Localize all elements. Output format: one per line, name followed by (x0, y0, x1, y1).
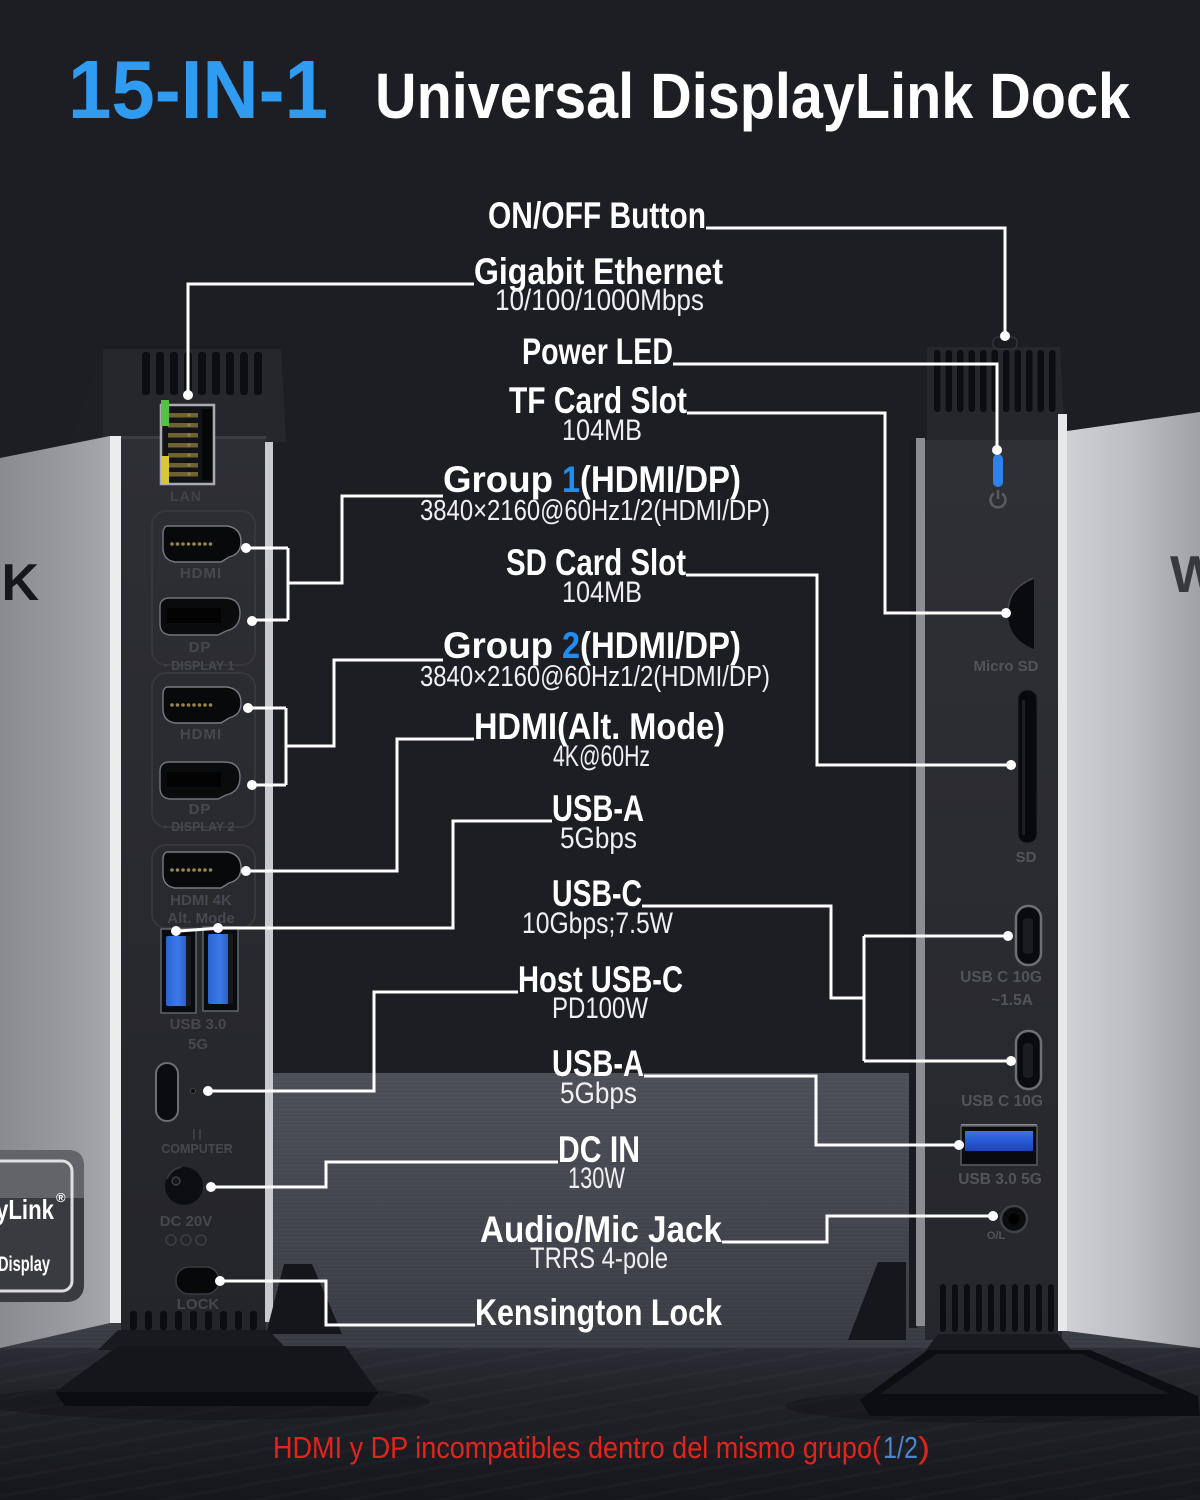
svg-text:O/L: O/L (987, 1230, 1006, 1242)
svg-text:4K@60Hz: 4K@60Hz (553, 740, 650, 773)
svg-text:HDMI: HDMI (180, 565, 222, 582)
svg-text:Group: Group (443, 459, 553, 500)
svg-text:5G: 5G (188, 1036, 208, 1053)
svg-text:HDMI(Alt. Mode): HDMI(Alt. Mode) (474, 706, 725, 747)
svg-text:PD100W: PD100W (552, 992, 649, 1025)
svg-text:104MB: 104MB (562, 414, 642, 447)
svg-text:· DISPLAY 2: · DISPLAY 2 (164, 820, 235, 834)
svg-text:· DISPLAY 1: · DISPLAY 1 (164, 659, 235, 673)
svg-text:HDMI: HDMI (180, 726, 222, 743)
svg-text:5Gbps: 5Gbps (560, 1077, 637, 1110)
svg-text:~1.5A: ~1.5A (991, 992, 1033, 1009)
svg-text:ON/OFF Button: ON/OFF Button (488, 195, 706, 236)
svg-text:Power LED: Power LED (522, 331, 673, 372)
svg-text:104MB: 104MB (562, 576, 642, 609)
svg-text:TRRS 4-pole: TRRS 4-pole (530, 1242, 668, 1275)
svg-text:W: W (1170, 546, 1200, 604)
svg-text:Gigabit Ethernet: Gigabit Ethernet (474, 251, 723, 292)
svg-text:Kensington Lock: Kensington Lock (475, 1292, 722, 1333)
svg-text:3840×2160@60Hz1/2(HDMI/DP): 3840×2160@60Hz1/2(HDMI/DP) (420, 495, 770, 527)
svg-text:| |: | | (192, 1128, 201, 1140)
svg-text:SD: SD (1016, 849, 1037, 866)
svg-text:Group: Group (443, 625, 553, 666)
svg-text:Alt. Mode: Alt. Mode (167, 910, 235, 927)
svg-text:USB-A: USB-A (552, 1043, 644, 1084)
svg-text:HDMI y DP incompatibles dentro: HDMI y DP incompatibles dentro del mismo… (273, 1430, 882, 1465)
svg-text:LOCK: LOCK (177, 1296, 220, 1313)
svg-text:1: 1 (562, 459, 580, 500)
svg-text:USB C 10G: USB C 10G (960, 969, 1042, 986)
svg-text:5Gbps: 5Gbps (560, 822, 637, 855)
svg-text:DP: DP (189, 801, 212, 818)
svg-text:Audio/Mic Jack: Audio/Mic Jack (480, 1209, 722, 1250)
svg-text:2: 2 (562, 625, 580, 666)
svg-text:HDMI 4K: HDMI 4K (170, 892, 232, 909)
svg-text:Host USB-C: Host USB-C (518, 959, 683, 1000)
svg-text:Universal DisplayLink Dock: Universal DisplayLink Dock (375, 60, 1130, 132)
svg-text:DC IN: DC IN (558, 1129, 640, 1170)
svg-text:®: ® (56, 1190, 66, 1205)
svg-text:10/100/1000Mbps: 10/100/1000Mbps (495, 284, 704, 317)
svg-text:USB 3.0 5G: USB 3.0 5G (958, 1171, 1042, 1188)
svg-text:USB 3.0: USB 3.0 (170, 1016, 227, 1033)
svg-text:DC 20V: DC 20V (160, 1213, 213, 1230)
svg-text:10Gbps;7.5W: 10Gbps;7.5W (522, 907, 674, 940)
svg-text:LAN: LAN (170, 488, 202, 504)
svg-text:yLink: yLink (0, 1194, 54, 1225)
svg-text:(HDMI/DP): (HDMI/DP) (580, 459, 741, 500)
svg-text:Display: Display (0, 1253, 50, 1276)
svg-text:USB-C: USB-C (552, 873, 642, 914)
svg-text:COMPUTER: COMPUTER (161, 1142, 233, 1156)
svg-text:NK: NK (0, 554, 40, 612)
svg-text:130W: 130W (568, 1162, 625, 1195)
svg-text:TF Card Slot: TF Card Slot (509, 380, 687, 421)
svg-text:15-IN-1: 15-IN-1 (68, 43, 328, 136)
svg-text:): ) (918, 1430, 930, 1465)
svg-text:3840×2160@60Hz1/2(HDMI/DP): 3840×2160@60Hz1/2(HDMI/DP) (420, 661, 770, 693)
svg-text:USB-A: USB-A (552, 788, 644, 829)
svg-text:1/2: 1/2 (883, 1430, 918, 1465)
svg-text:DP: DP (189, 639, 212, 656)
svg-text:USB C 10G: USB C 10G (961, 1093, 1043, 1110)
svg-text:Micro SD: Micro SD (973, 658, 1038, 675)
svg-text:SD Card Slot: SD Card Slot (506, 542, 686, 583)
svg-text:(HDMI/DP): (HDMI/DP) (580, 625, 741, 666)
